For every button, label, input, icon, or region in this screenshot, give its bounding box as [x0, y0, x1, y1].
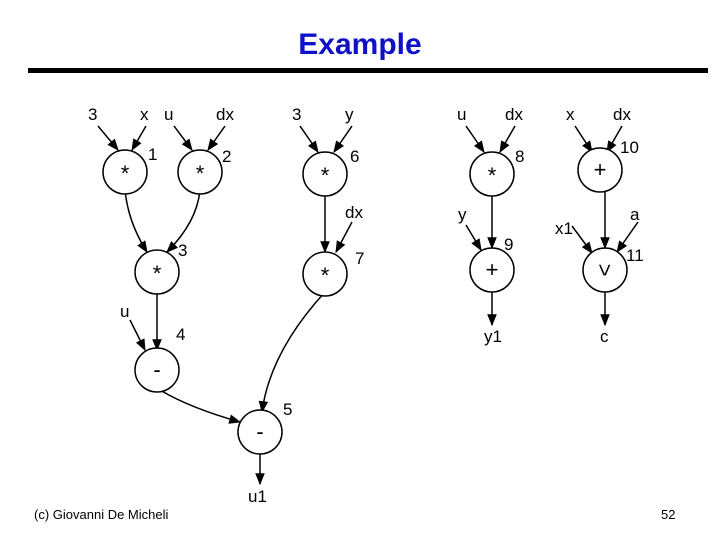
edge-n1-to-n3: [124, 189, 148, 254]
node-n3-circle: [134, 249, 180, 295]
edge-n4-to-n5: [159, 389, 242, 424]
node-n4-circle: [134, 347, 180, 393]
edge-n2-to-n3: [166, 189, 201, 253]
input-y-a: y: [345, 105, 354, 124]
edge-a-to-n11: [616, 221, 639, 253]
edge-3-to-n6: [299, 125, 319, 153]
output-y1: y1: [484, 327, 502, 346]
node-n9-op: +: [486, 257, 499, 282]
input-x-a: x: [140, 105, 149, 124]
node-n6-label: 6: [350, 147, 359, 166]
node-n4-label: 4: [176, 325, 185, 344]
edge-u-to-n2: [173, 125, 193, 151]
node-n5-label: 5: [283, 400, 292, 419]
node-n11-circle: [582, 247, 628, 293]
input-3-b: 3: [292, 105, 301, 124]
node-n9-circle: [469, 247, 515, 293]
edge-dx-to-n8: [499, 125, 516, 154]
edge-y-to-n9: [465, 224, 482, 252]
edge-dx-to-n2: [207, 125, 226, 151]
edge-u-to-n8: [465, 125, 485, 153]
input-a: a: [630, 205, 640, 224]
node-n11-op: <: [592, 264, 617, 277]
node-n8-label: 8: [515, 147, 524, 166]
node-n7-circle: [302, 251, 348, 297]
node-n2-op: *: [196, 161, 205, 186]
node-n8-circle: [469, 151, 515, 197]
node-n4-op: -: [153, 357, 160, 382]
footer-credit: (c) Giovanni De Micheli: [34, 507, 169, 522]
node-n7-label: 7: [355, 249, 364, 268]
input-dx-b: dx: [505, 105, 523, 124]
edge-y-to-n6: [333, 125, 353, 153]
edge-n7-to-n5: [258, 291, 326, 414]
node-n9-label: 9: [504, 235, 513, 254]
title-rule: [28, 68, 708, 73]
edge-x-to-n1: [131, 125, 147, 152]
input-3-a: 3: [88, 105, 97, 124]
slide-title: Example: [298, 28, 422, 61]
input-u-b: u: [457, 105, 466, 124]
node-n7-op: *: [321, 263, 330, 288]
input-y-b: y: [458, 205, 467, 224]
input-dx-d: dx: [345, 203, 363, 222]
output-c: c: [600, 327, 609, 346]
output-u1: u1: [248, 487, 267, 506]
edge-dx-to-n7: [335, 221, 353, 254]
node-n10-circle: [577, 147, 623, 193]
node-n3-op: *: [153, 261, 162, 286]
node-n5-op: -: [256, 419, 263, 444]
input-x1: x1: [555, 219, 573, 238]
node-n2-label: 2: [222, 147, 231, 166]
node-n1-circle: [102, 149, 148, 195]
node-n6-op: *: [321, 163, 330, 188]
node-n2-circle: [177, 149, 223, 195]
node-n1-op: *: [121, 161, 130, 186]
input-u-c: u: [120, 302, 129, 321]
node-n3-label: 3: [178, 241, 187, 260]
node-n8-op: *: [488, 163, 497, 188]
input-dx-a: dx: [216, 105, 234, 124]
node-n5-circle: [237, 409, 283, 455]
page-number: 52: [661, 507, 676, 522]
edge-dx-to-n10: [606, 125, 623, 154]
node-n1-label: 1: [148, 145, 157, 164]
node-n10-label: 10: [620, 138, 639, 157]
node-n6-circle: [302, 151, 348, 197]
edge-u-to-n4: [129, 319, 146, 352]
edge-x-to-n10: [574, 125, 593, 154]
input-u-a: u: [164, 105, 173, 124]
edge-x1-to-n11: [571, 225, 593, 254]
input-dx-c: dx: [613, 105, 631, 124]
edge-3-to-n1: [97, 125, 119, 151]
input-x-b: x: [566, 105, 575, 124]
node-n11-label: 11: [626, 246, 644, 265]
node-n10-op: +: [594, 157, 607, 182]
